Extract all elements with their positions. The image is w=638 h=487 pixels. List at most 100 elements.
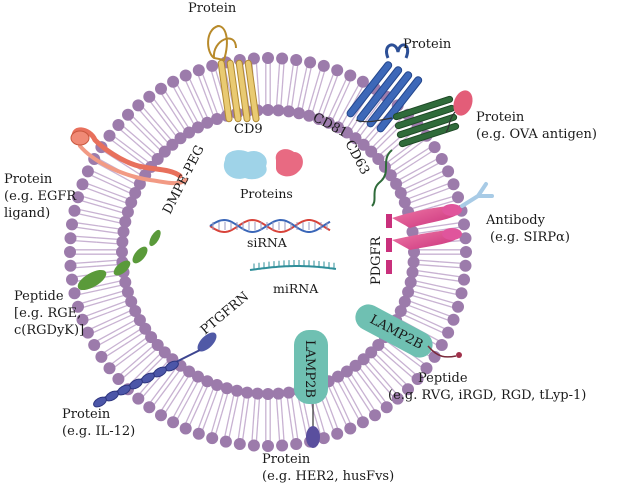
label-sirna: siRNA	[247, 235, 288, 250]
lipid-head	[290, 438, 303, 450]
lipid-head	[447, 178, 460, 191]
label-antibody: Antibody	[485, 213, 546, 228]
lipid-head	[331, 64, 344, 77]
lipid-head	[356, 416, 369, 429]
lipid-head	[404, 276, 417, 289]
lipid-head	[119, 215, 132, 228]
lipid-head	[349, 359, 362, 372]
lipid-head	[455, 287, 468, 300]
lipid-head	[420, 362, 433, 375]
lipid-head	[394, 305, 407, 317]
lipid-head	[121, 286, 134, 298]
label-cd9: CD9	[234, 122, 263, 137]
rge-peptide-icon	[77, 229, 161, 291]
ptgfrn-protein-icon	[93, 332, 217, 408]
label-egfr-ligand: ligand)	[4, 206, 50, 221]
lipid-head	[398, 295, 411, 308]
lipid-head	[340, 126, 353, 139]
label-proteins: Proteins	[240, 186, 293, 201]
lipid-head	[145, 331, 158, 344]
lamp2b-bottom-icon	[294, 330, 328, 448]
lipid-head	[119, 276, 132, 289]
lipid-head	[447, 313, 460, 326]
lipid-head	[167, 75, 180, 88]
lipid-head	[442, 165, 455, 178]
lipid-head	[458, 218, 470, 231]
lipid-head	[276, 439, 289, 452]
mirna-icon	[249, 260, 337, 271]
label-protein-top: Protein	[188, 1, 237, 16]
cd9-protein-icon	[207, 24, 260, 123]
lipid-head	[192, 427, 205, 440]
lipid-head	[183, 365, 196, 378]
lipid-head	[68, 204, 81, 217]
ptgfrn-domain	[93, 396, 107, 408]
lipid-head	[282, 386, 295, 399]
lipid-head	[411, 373, 424, 385]
lipid-head	[332, 121, 344, 134]
label-protein-egfr: Protein	[4, 172, 53, 187]
lipid-head	[81, 326, 94, 339]
label-protein-top-right: Protein	[403, 37, 452, 52]
lipid-head	[459, 259, 472, 272]
mirna-strand	[249, 265, 337, 271]
lipid-head	[133, 177, 146, 190]
label-lamp2b-bottom: LAMP2B	[302, 340, 317, 398]
label-rvg-example: (e.g. RVG, iRGD, RGD, tLyp-1)	[388, 388, 586, 403]
lipid-head	[344, 69, 357, 82]
label-ova-example: (e.g. OVA antigen)	[476, 127, 597, 142]
lipid-head	[293, 107, 305, 120]
lipid-head	[81, 165, 94, 178]
lipid-head	[452, 300, 464, 313]
label-pdgfr: PDGFR	[369, 235, 384, 285]
lipid-head	[369, 409, 381, 422]
lipid-head	[365, 145, 378, 158]
label-egfr-example: (e.g. EGFR	[4, 189, 77, 204]
lipid-head	[317, 432, 330, 445]
lipid-head	[68, 287, 81, 300]
lipid-head	[460, 246, 472, 258]
lipid-head	[95, 350, 108, 363]
lipid-head	[151, 153, 164, 165]
lipid-head	[103, 362, 116, 375]
lipid-head	[174, 132, 187, 145]
lipid-head	[406, 225, 419, 238]
lipid-head	[125, 295, 138, 308]
label-protein-il12: Protein	[62, 407, 111, 422]
lipid-head	[125, 196, 138, 209]
lipid-head	[103, 129, 116, 142]
lipid-head	[155, 409, 167, 422]
lipid-head	[132, 99, 145, 112]
lipid-head	[121, 206, 134, 218]
label-protein-her2: Protein	[262, 452, 311, 467]
lipid-head	[372, 153, 385, 165]
lipid-head	[365, 346, 378, 359]
lipid-head	[183, 126, 196, 139]
label-ptgfrn: PTGFRN	[198, 289, 252, 338]
lipid-head	[247, 439, 260, 452]
lipid-head	[262, 440, 274, 452]
lipid-head	[132, 392, 145, 405]
lipid-head	[290, 54, 303, 66]
lipid-head	[357, 138, 370, 151]
lipid-head	[158, 346, 171, 359]
label-il12-example: (e.g. IL-12)	[62, 424, 135, 439]
lipid-head	[317, 59, 330, 72]
label-rge-example: [e.g. RGE,	[14, 306, 81, 321]
lipid-head	[340, 365, 353, 378]
lipid-head	[64, 246, 76, 258]
lipid-head	[129, 187, 142, 199]
lipid-head	[241, 386, 254, 399]
egfr-ligand-icon	[70, 127, 188, 186]
lipid-head	[116, 246, 128, 258]
lipid-head	[391, 392, 404, 405]
lipid-head	[88, 339, 101, 351]
lipid-head	[390, 177, 403, 190]
lipid-head	[129, 305, 142, 317]
lipid-head	[139, 322, 152, 335]
lipid-head	[349, 132, 362, 145]
label-mirna: miRNA	[273, 281, 319, 296]
lipid-head	[276, 52, 289, 65]
lipid-head	[322, 116, 335, 129]
